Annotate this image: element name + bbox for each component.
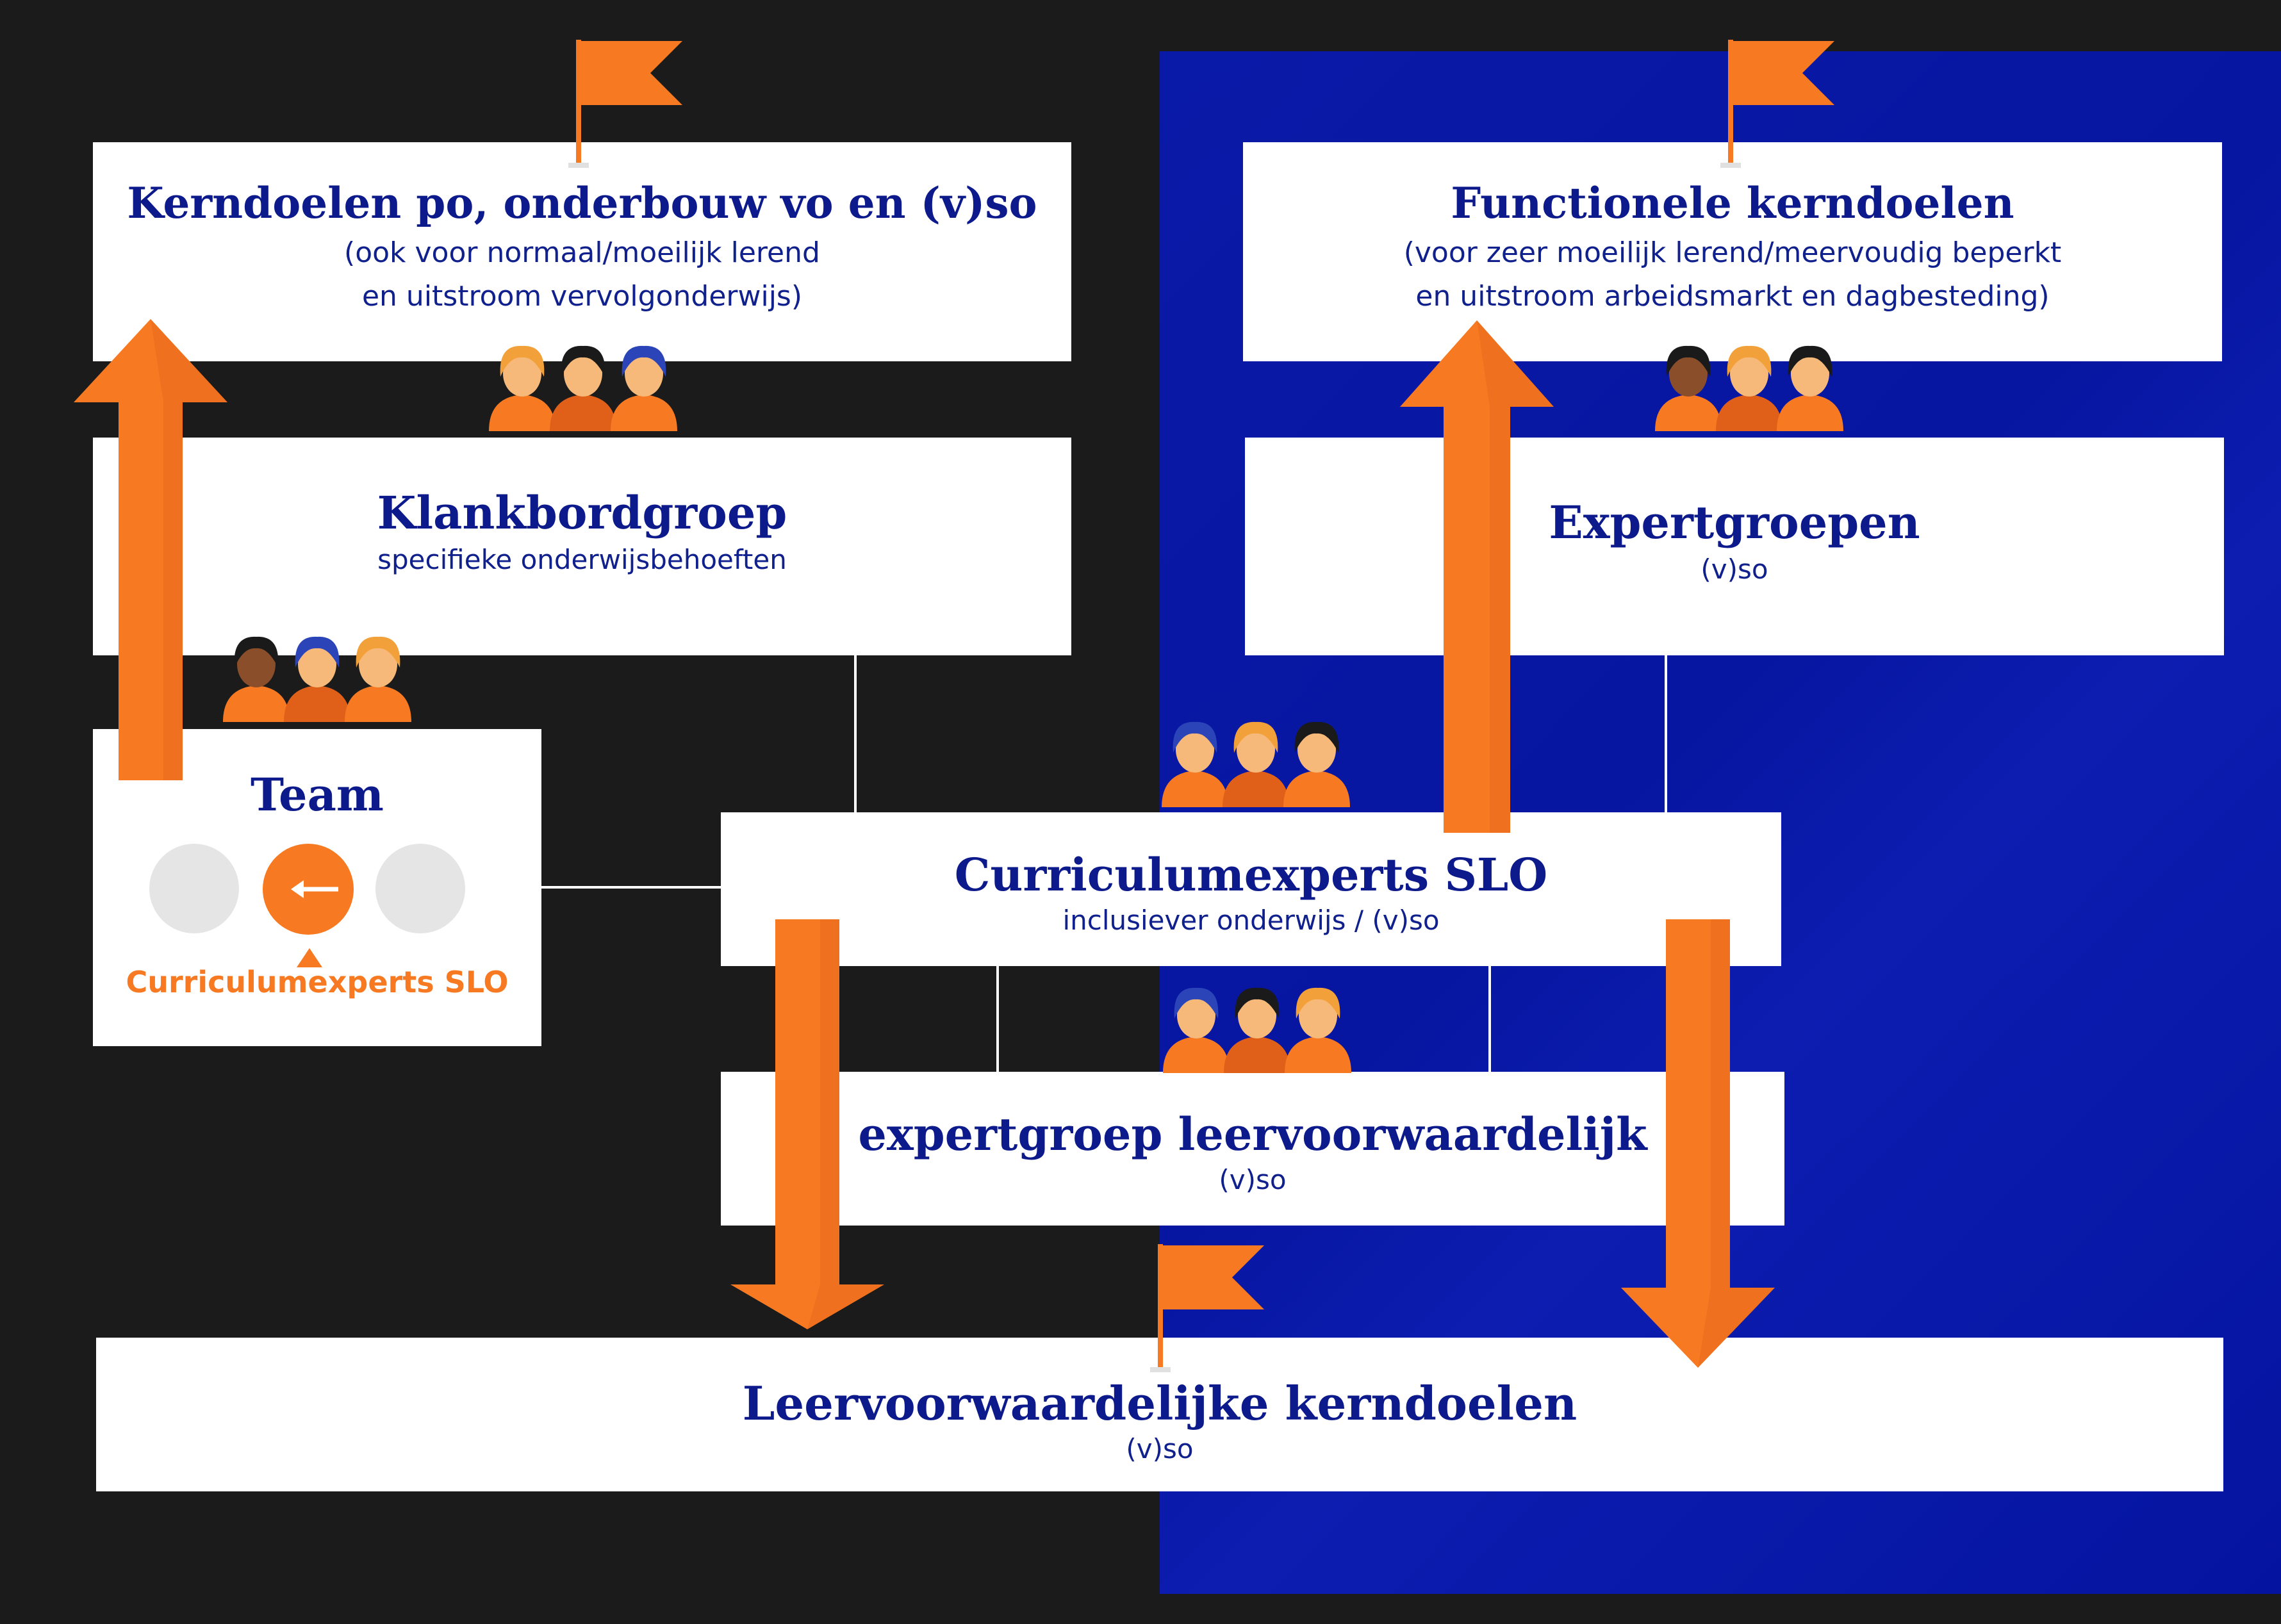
person-figure [1777,345,1843,431]
flag-icon [1720,40,1834,168]
klankbordgroep-subtitle: specifieke onderwijsbehoeften [377,544,787,575]
connector-team-to-curriculum [539,886,722,889]
team-title: Team [250,768,384,821]
connector-curriculum-to-leer-right [1488,964,1491,1073]
team-caption: Curriculumexperts SLO [126,965,509,999]
kerndoelen-subtitle-line2: en uitstroom vervolgonderwijs) [361,280,803,313]
klankbordgroep-box: Klankbordgroep specifieke onderwijsbehoe… [93,438,1071,655]
functionele-subtitle-line1: (voor zeer moeilijk lerend/meervoudig be… [1403,236,2062,269]
kerndoelen-subtitle-line1: (ook voor normaal/moeilijk lerend [344,236,820,269]
connector-curriculum-to-leer-left [996,964,999,1073]
person-figure [223,636,290,722]
leervoorwaardelijke-kerndoelen-subtitle: (v)so [1126,1433,1194,1464]
team-member-circle-grey-left [149,844,239,933]
person-figure [1655,345,1722,431]
people-group-icon [489,345,677,431]
klankbordgroep-title: Klankbordgroep [377,486,787,539]
expertgroep-leervoorwaardelijk-title: expertgroep leervoorwaardelijk [858,1108,1647,1161]
person-figure [1162,721,1228,807]
curriculumexperts-title: Curriculumexperts SLO [954,848,1548,901]
expertgroepen-subtitle: (v)so [1700,554,1768,585]
person-figure [1283,721,1350,807]
people-group-icon [1163,987,1351,1073]
person-figure [345,636,411,722]
functionele-box: Functionele kerndoelen (voor zeer moeili… [1243,142,2222,361]
arrow-down-icon [730,919,884,1329]
person-figure [1285,987,1351,1073]
arrow-up-icon [74,319,227,780]
people-group-icon [1162,721,1350,807]
connector-expertgroepen-to-curriculum [1665,653,1667,814]
arrow-up-icon [1400,320,1554,833]
expertgroep-leervoorwaardelijk-box: expertgroep leervoorwaardelijk (v)so [721,1072,1784,1226]
kerndoelen-title: Kerndoelen po, onderbouw vo en (v)so [127,178,1037,228]
person-figure [550,345,616,431]
functionele-subtitle-line2: en uitstroom arbeidsmarkt en dagbestedin… [1415,280,2050,313]
person-figure [1716,345,1783,431]
person-figure [489,345,556,431]
arrow-left-icon [291,880,338,898]
person-figure [1163,987,1230,1073]
expertgroep-leervoorwaardelijk-subtitle: (v)so [1219,1164,1287,1195]
arrow-down-icon [1621,919,1775,1368]
flag-icon [1150,1244,1264,1372]
team-member-circle-orange [263,844,354,935]
flag-icon [568,40,682,168]
connector-klankbord-to-curriculum [854,653,857,814]
kerndoelen-box: Kerndoelen po, onderbouw vo en (v)so (oo… [93,142,1071,361]
expertgroepen-title: Expertgroepen [1549,496,1920,549]
people-group-icon [223,636,411,722]
curriculumexperts-box: Curriculumexperts SLO inclusiever onderw… [721,812,1781,966]
person-figure [284,636,350,722]
leervoorwaardelijke-kerndoelen-title: Leervoorwaardelijke kerndoelen [742,1376,1577,1431]
curriculumexperts-subtitle: inclusiever onderwijs / (v)so [1062,905,1440,936]
expertgroepen-box: Expertgroepen (v)so [1245,438,2224,655]
functionele-title: Functionele kerndoelen [1451,178,2014,228]
pointer-triangle-icon [297,948,322,967]
person-figure [1224,987,1290,1073]
person-figure [611,345,677,431]
people-group-icon [1655,345,1843,431]
person-figure [1223,721,1289,807]
team-member-circle-grey-right [375,844,465,933]
